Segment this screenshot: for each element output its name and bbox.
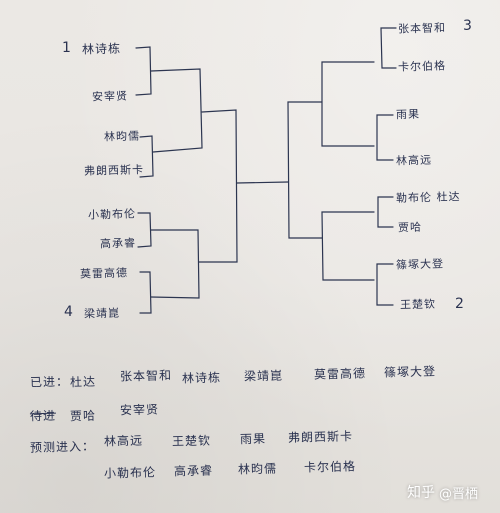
right-r2-line-2 — [321, 211, 375, 281]
advanced-player: 梁靖崑 — [243, 368, 284, 384]
right-r1-line-1 — [380, 27, 397, 69]
predicted-player: 王楚钦 — [171, 433, 212, 449]
left-r2-line-1 — [150, 68, 203, 153]
right-r1-line-2 — [376, 114, 394, 161]
predicted-player: 雨果 — [239, 431, 267, 447]
right-r2-line-1 — [321, 61, 375, 147]
player-name: 林昀儒 — [103, 129, 141, 144]
seed-label: 4 — [64, 304, 73, 320]
player-name: 贾哈 — [397, 220, 423, 235]
watermark-site: 知乎 — [406, 485, 435, 501]
player-name: 王楚钦 — [399, 297, 437, 312]
left-r2-line-2 — [150, 229, 200, 299]
player-name: 勒布伦 杜达 — [395, 190, 461, 205]
left-r1-line-2 — [139, 135, 154, 178]
right-r1-line-3 — [377, 196, 394, 228]
player-name: 安宰贤 — [91, 89, 129, 104]
player-name: 林诗栋 — [81, 41, 122, 57]
advanced-player: 林诗栋 — [181, 370, 222, 386]
watermark: 知乎 @晋栖 — [407, 482, 478, 502]
predicted-player: 小勒布伦 — [103, 465, 157, 481]
right-r3-line — [287, 101, 323, 239]
player-name: 莫雷高德 — [79, 266, 129, 281]
left-r3-line — [198, 109, 238, 263]
pending-player: 贾哈 — [69, 408, 97, 424]
predicted-player: 林昀儒 — [237, 461, 278, 477]
center-line — [236, 181, 289, 184]
player-name: 卡尔伯格 — [397, 59, 447, 74]
seed-label: 1 — [62, 40, 71, 56]
player-name: 篠塚大登 — [395, 257, 445, 272]
player-name: 梁靖崑 — [83, 306, 121, 321]
player-name: 小勒布伦 — [87, 207, 137, 222]
pending-label: 待进 — [29, 408, 57, 424]
player-name: 张本智和 — [397, 21, 447, 36]
seed-label: 2 — [455, 296, 464, 312]
player-name: 弗朗西斯卡 — [83, 163, 145, 178]
predicted-label: 预测进入： — [29, 439, 96, 455]
seed-label: 3 — [463, 18, 472, 34]
advanced-player: 张本智和 — [119, 368, 173, 384]
left-r1-line-3 — [137, 212, 152, 248]
advanced-label: 已进： — [29, 374, 70, 390]
predicted-player: 弗朗西斯卡 — [287, 429, 354, 445]
advanced-player: 篠塚大登 — [383, 364, 437, 380]
right-r1-line-4 — [376, 263, 394, 306]
player-name: 高承睿 — [99, 236, 137, 251]
predicted-player: 卡尔伯格 — [303, 459, 357, 475]
left-r1-line-1 — [135, 46, 152, 96]
advanced-player: 莫雷高德 — [313, 366, 367, 382]
player-name: 林高远 — [395, 153, 433, 168]
player-name: 雨果 — [395, 107, 421, 122]
predicted-player: 高承睿 — [173, 463, 214, 479]
pending-player: 安宰贤 — [119, 402, 160, 418]
predicted-player: 林高远 — [103, 433, 144, 449]
advanced-player: 杜达 — [69, 374, 97, 390]
left-r1-line-4 — [139, 271, 152, 314]
watermark-author: @晋栖 — [438, 486, 478, 502]
